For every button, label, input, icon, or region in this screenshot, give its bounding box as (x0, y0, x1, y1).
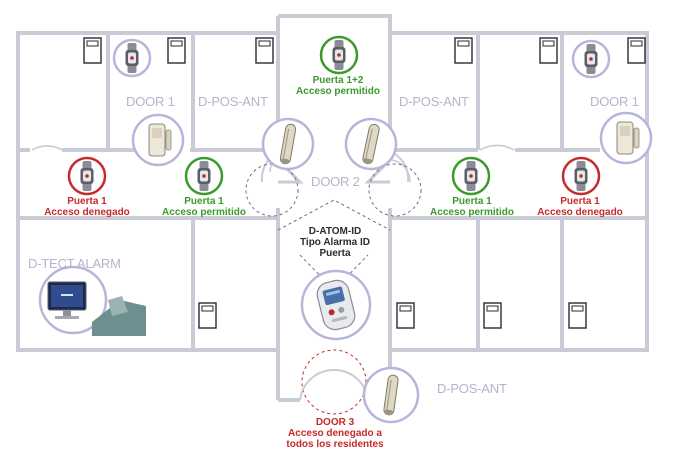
callout-line: Acceso permitido (430, 207, 514, 219)
callout-line: Puerta 1 (184, 196, 224, 207)
callout-atom: D-ATOM-ID Tipo Alarma ID Puerta (294, 226, 376, 260)
dpos-ant-bottom-label: D-POS-ANT (437, 381, 507, 396)
monitor-bubble (38, 265, 108, 335)
antenna-bubbles (261, 117, 420, 424)
callout-line: DOOR 3 (315, 417, 355, 428)
callout-door3: DOOR 3 Acceso denegado a todos los resid… (279, 417, 391, 451)
callout-line: Puerta 1+2 (312, 75, 364, 86)
callout-line: Acceso permitido (296, 86, 380, 98)
callout-left-denied: Puerta 1 Acceso denegado (37, 196, 137, 218)
callout-line: Acceso permitido (162, 207, 246, 219)
monitor-icon (47, 281, 87, 319)
handheld-device-icon (316, 279, 356, 331)
bed-icon (627, 37, 646, 64)
callout-line: Puerta 1 (452, 196, 492, 207)
callout-line: Puerta 1 (560, 196, 600, 207)
callout-left-allowed: Puerta 1 Acceso permitido (152, 196, 256, 218)
dtect-alarm-label: D-TECT ALARM (28, 256, 121, 271)
dpos-ant-left-label: D-POS-ANT (198, 94, 268, 109)
dpos-ant-center-label: D-POS-ANT (399, 94, 469, 109)
door-sensor-bubbles (131, 111, 653, 167)
callout-line: Puerta 1 (67, 196, 107, 207)
callout-line: Tipo Alarma ID (299, 237, 370, 249)
door2-label: DOOR 2 (311, 174, 360, 189)
bed-icon (83, 37, 102, 64)
callout-right-allowed: Puerta 1 Acceso permitido (420, 196, 524, 218)
door3-zone (299, 349, 369, 415)
callout-line: Acceso denegado a (288, 428, 382, 440)
bed-icon (454, 37, 473, 64)
bed-icon (396, 302, 415, 329)
door1-right-label: DOOR 1 (590, 94, 639, 109)
callout-top-center: Puerta 1+2 Acceso permitido (288, 75, 388, 97)
bed-icon (167, 37, 186, 64)
callout-line: todos los residentes (286, 439, 384, 451)
bed-icon (483, 302, 502, 329)
bed-icon (568, 302, 587, 329)
callout-line: Puerta (319, 248, 351, 260)
bed-icon (198, 302, 217, 329)
callout-right-denied: Puerta 1 Acceso denegado (530, 196, 630, 218)
callout-line: Acceso denegado (44, 207, 130, 219)
desk (92, 296, 146, 336)
callout-line: D-ATOM-ID (308, 226, 362, 237)
wristband-bubbles (67, 35, 611, 196)
callout-line: Acceso denegado (537, 207, 623, 219)
bed-icon (539, 37, 558, 64)
door1-left-label: DOOR 1 (126, 94, 175, 109)
handheld-device-bubble (300, 269, 372, 341)
bed-icon (255, 37, 274, 64)
